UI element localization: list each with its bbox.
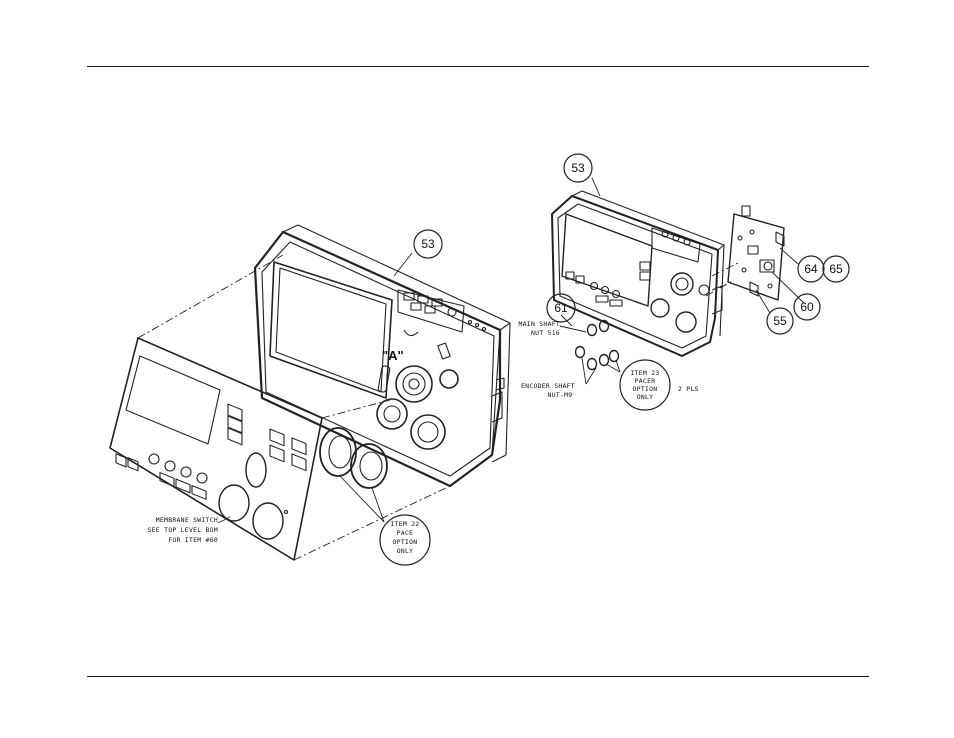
knobs-left [376,365,459,450]
pace-rings [319,427,388,489]
pcb-board [727,205,785,301]
encoder-shaft-note: ENCODER SHAFT NUT-M9 [521,382,575,399]
quantity-note: 2 PLS [678,385,699,393]
front-housing-left [253,224,511,488]
callout-64: 64 [804,262,818,276]
svg-text:FOR ITEM #60: FOR ITEM #60 [168,536,218,544]
svg-text:ITEM 23: ITEM 23 [630,369,659,377]
svg-text:MEMBRANE SWITCH: MEMBRANE SWITCH [156,516,218,524]
svg-text:MAIN SHAFT: MAIN SHAFT [519,320,560,328]
svg-text:NUT-M9: NUT-M9 [548,391,573,399]
callout-53-right: 53 [571,161,585,175]
svg-text:ITEM 22: ITEM 22 [390,520,419,528]
svg-text:PACER: PACER [635,377,656,385]
svg-text:OPTION: OPTION [393,538,418,546]
callout-65: 65 [829,262,843,276]
keypad-left [397,289,487,360]
display-window-left [269,261,393,399]
callout-60: 60 [800,300,814,314]
bottom-rule [87,676,869,677]
svg-text:ONLY: ONLY [637,393,654,401]
membrane-switch-note: MEMBRANE SWITCH SEE TOP LEVEL BOM FOR IT… [147,516,218,544]
side-connectors-left [491,377,505,423]
view-label-a: "A" [382,348,404,363]
front-housing-right [551,190,725,357]
item-23-note: ITEM 23 PACER OPTION ONLY [630,369,659,401]
leader-lines [217,177,805,524]
svg-text:OPTION: OPTION [633,385,658,393]
callout-55: 55 [773,314,787,328]
top-rule [87,66,869,67]
main-shaft-note: MAIN SHAFT NUT 516 [519,320,560,337]
callout-61: 61 [554,301,568,315]
svg-text:PACE: PACE [397,529,414,537]
svg-text:NUT 516: NUT 516 [531,329,560,337]
svg-text:ENCODER SHAFT: ENCODER SHAFT [521,382,575,390]
callout-circles [379,153,850,566]
projection-lines-right [705,261,741,297]
svg-text:ONLY: ONLY [397,547,414,555]
projection-lines-left [137,254,451,561]
shaft-nuts [574,319,620,371]
item-22-note: ITEM 22 PACE OPTION ONLY [390,520,419,555]
svg-text:SEE TOP LEVEL BOM: SEE TOP LEVEL BOM [147,526,218,534]
callout-53-left: 53 [421,237,435,251]
membrane-switch-panel [109,337,323,561]
